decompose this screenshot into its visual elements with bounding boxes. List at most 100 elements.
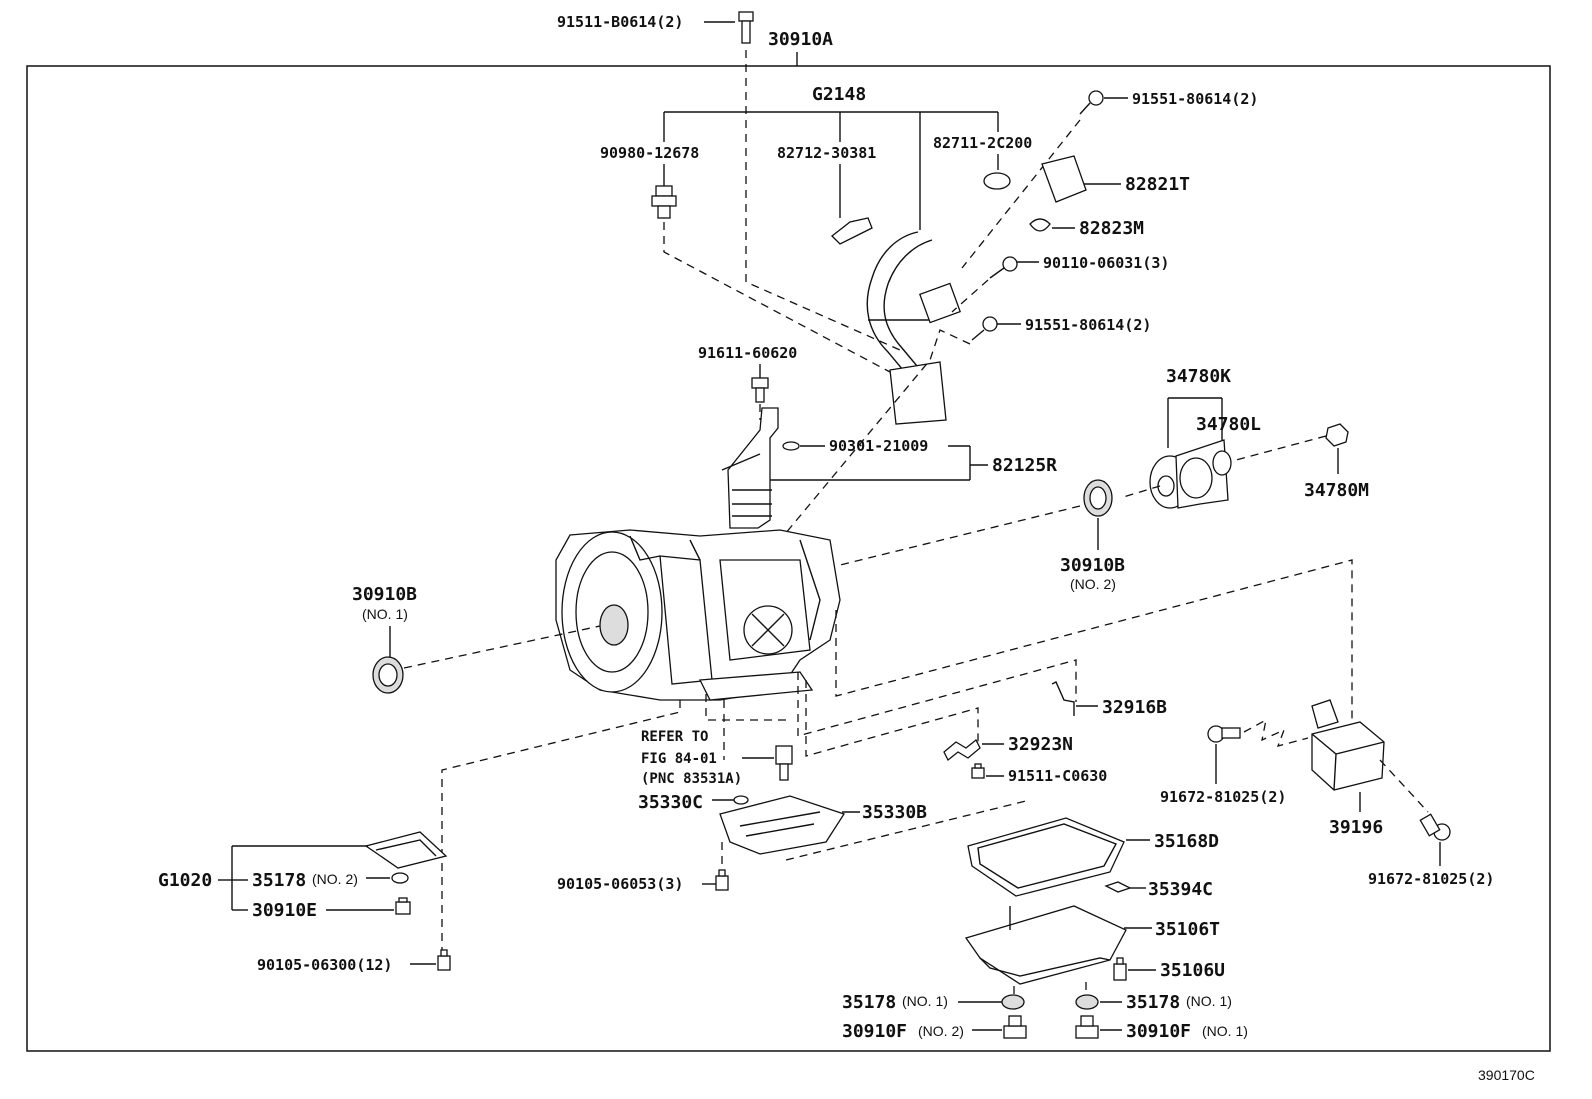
plug-icon (395, 897, 411, 915)
label-30910A: 30910A (768, 29, 833, 50)
label-32923N: 32923N (1008, 734, 1073, 755)
callout-91511-C0630[interactable]: 91511-C0630 (971, 763, 1107, 785)
callout-91551-80614-top[interactable]: 91551-80614(2) (1079, 90, 1258, 115)
callout-91672-81025-right[interactable]: 91672-81025(2) (1368, 813, 1494, 888)
clip-icon (831, 217, 873, 245)
label-35394C: 35394C (1148, 879, 1213, 900)
bolt-icon (1079, 90, 1104, 115)
callout-34780M[interactable]: 34780M (1304, 423, 1369, 501)
label-35330B: 35330B (862, 802, 927, 823)
sensor-icon (775, 745, 793, 781)
callout-91672-81025-left[interactable]: 91672-81025(2) (1160, 725, 1286, 806)
label-90105-06300: 90105-06300(12) (257, 956, 392, 974)
clamp-icon (1029, 218, 1051, 232)
diagram-frame (26, 65, 1551, 1052)
label-91551-80614-mid: 91551-80614(2) (1025, 316, 1151, 334)
label-35106T: 35106T (1155, 919, 1220, 940)
bolt-icon (1113, 957, 1127, 981)
transmission-mount (1311, 721, 1385, 791)
callout-35330C[interactable]: 35330C (638, 792, 749, 813)
label-91672-81025-right: 91672-81025(2) (1368, 870, 1494, 888)
label-G2148: G2148 (812, 84, 866, 105)
callout-35178-no1-left[interactable]: 35178 (NO. 1) (842, 992, 1025, 1013)
callout-35178-no1-right[interactable]: 35178 (NO. 1) (1075, 992, 1232, 1013)
pin-icon (1051, 681, 1075, 716)
label-35168D: 35168D (1154, 831, 1219, 852)
callout-30910F-no1[interactable]: 30910F (NO. 1) (1075, 1015, 1248, 1042)
callout-82711-2C200[interactable]: 82711-2C200 (933, 134, 1032, 190)
callout-39196[interactable]: 39196 (1311, 699, 1385, 838)
callout-91611-60620[interactable]: 91611-60620 (698, 344, 797, 403)
label-35178-no2-sub: (NO. 2) (312, 871, 358, 887)
drain-plug-icon (1003, 1015, 1027, 1039)
o-ring-icon (782, 441, 800, 451)
callout-91511-B0614[interactable]: 91511-B0614(2) (557, 11, 754, 44)
callout-82712-30381[interactable]: 82712-30381 (777, 144, 876, 245)
pan-cover-G1020 (364, 831, 448, 869)
label-91672-81025-left: 91672-81025(2) (1160, 788, 1286, 806)
label-32916B: 32916B (1102, 697, 1167, 718)
bolt-icon (1419, 813, 1451, 841)
callout-G1020[interactable]: G1020 (158, 845, 368, 911)
label-34780L: 34780L (1196, 414, 1261, 435)
label-82823M: 82823M (1079, 218, 1144, 239)
callout-35394C[interactable]: 35394C (1104, 879, 1213, 900)
label-30910F-no2: 30910F (842, 1021, 907, 1042)
label-90980-12678: 90980-12678 (600, 144, 699, 162)
label-82125R: 82125R (992, 455, 1057, 476)
label-35106U: 35106U (1160, 960, 1225, 981)
callout-35330B[interactable]: 35330B (719, 795, 927, 855)
callout-34780L[interactable]: 34780L (1196, 414, 1261, 476)
bolt-icon (437, 949, 451, 971)
label-82711-2C200: 82711-2C200 (933, 134, 1032, 152)
callout-35106U[interactable]: 35106U (1113, 957, 1225, 981)
bolt-icon (715, 869, 729, 891)
callout-35106T[interactable]: 35106T (964, 905, 1220, 985)
reference-note[interactable]: REFER TO FIG 84-01 (PNC 83531A) (641, 729, 793, 787)
callout-G2148[interactable]: G2148 (663, 84, 999, 230)
callout-32916B[interactable]: 32916B (1051, 681, 1167, 718)
label-82821T: 82821T (1125, 174, 1190, 195)
connector-plug-icon (651, 185, 677, 219)
label-35178-no1-right-sub: (NO. 1) (1186, 993, 1232, 1009)
bolt-icon (738, 11, 754, 44)
bolt-icon (751, 377, 769, 403)
refer-line-3: (PNC 83531A) (641, 771, 742, 787)
wire-harness (866, 231, 961, 425)
callout-82823M[interactable]: 82823M (1029, 218, 1144, 239)
callout-30910E[interactable]: 30910E (252, 897, 411, 921)
label-35178-no1-right: 35178 (1126, 992, 1180, 1013)
label-90110-06031: 90110-06031(3) (1043, 254, 1169, 272)
label-91551-80614-top: 91551-80614(2) (1132, 90, 1258, 108)
label-39196: 39196 (1329, 817, 1383, 838)
callout-34780K[interactable]: 34780K (1166, 366, 1231, 448)
callout-82821T[interactable]: 82821T (1041, 155, 1190, 203)
label-82712-30381: 82712-30381 (777, 144, 876, 162)
callout-91551-80614-mid[interactable]: 91551-80614(2) (971, 316, 1151, 341)
label-G1020: G1020 (158, 870, 212, 891)
callout-30910A[interactable]: 30910A (768, 29, 833, 66)
harness-82125R (721, 407, 779, 529)
spring-icon (943, 738, 981, 762)
callout-90110-06031[interactable]: 90110-06031(3) (989, 254, 1169, 279)
callout-90105-06300[interactable]: 90105-06300(12) (257, 949, 451, 974)
refer-line-1: REFER TO (641, 729, 708, 745)
callout-30910F-no2[interactable]: 30910F (NO. 2) (842, 1015, 1027, 1042)
label-91511-C0630: 91511-C0630 (1008, 767, 1107, 785)
callout-35168D[interactable]: 35168D (967, 817, 1219, 897)
transmission-assembly (555, 529, 841, 701)
callout-90980-12678[interactable]: 90980-12678 (600, 144, 699, 219)
label-30910B-no2-sub: (NO. 2) (1070, 576, 1116, 592)
pan-gasket (967, 817, 1125, 897)
callout-35178-no2[interactable]: 35178 (NO. 2) (252, 870, 409, 891)
callout-90301-21009[interactable]: 90301-21009 (782, 437, 970, 455)
callout-30910B-no1[interactable]: 30910B (NO. 1) (352, 584, 417, 694)
gasket-icon (1075, 994, 1099, 1010)
callout-82125R[interactable]: 82125R (770, 446, 1057, 481)
gasket-icon (1001, 994, 1025, 1010)
bolt-icon (971, 316, 998, 341)
callout-30910B-no2[interactable]: 30910B (NO. 2) (1060, 479, 1125, 592)
callout-32923N[interactable]: 32923N (943, 734, 1073, 762)
callout-90105-06053[interactable]: 90105-06053(3) (557, 869, 729, 893)
screw-icon (989, 256, 1018, 279)
